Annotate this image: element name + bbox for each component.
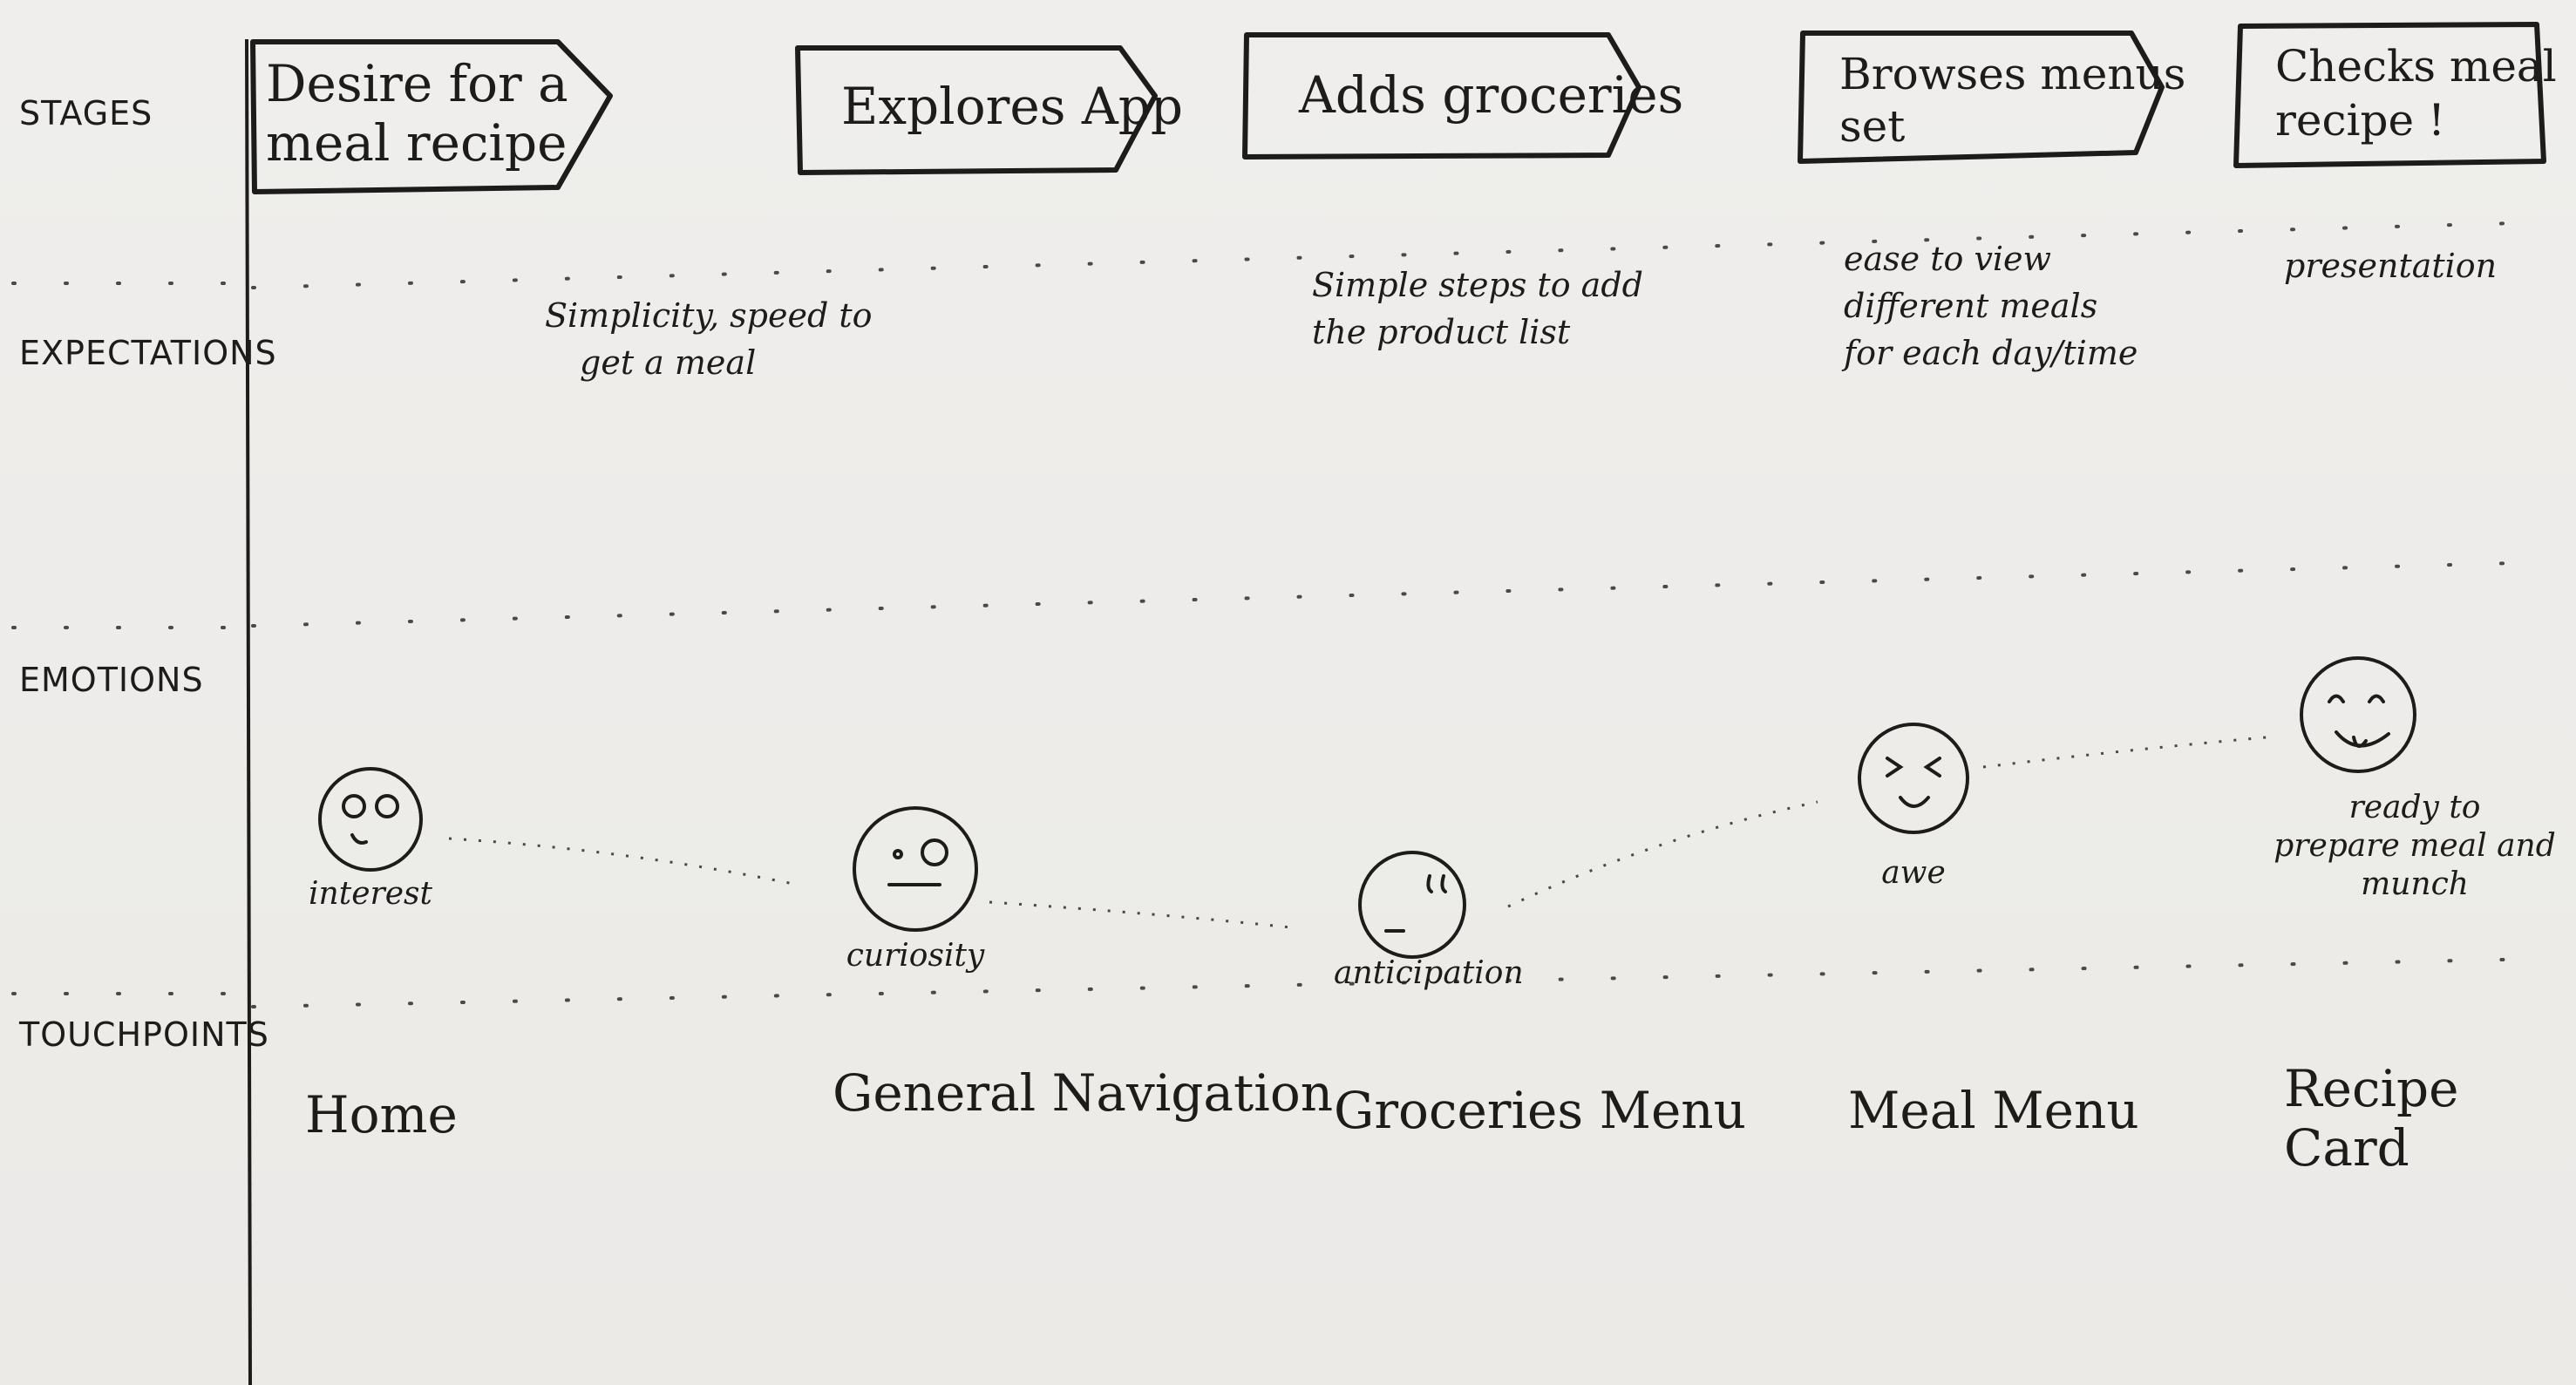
expectation-2-line-1: Simplicity, speed to [545,296,873,335]
anticipating-face-icon [1358,851,1466,959]
stage-1: Desire for a meal recipe [266,54,568,173]
stage-5: Checks meal recipe ! [2275,39,2557,147]
emotion-label-5-line-1: ready to [2348,790,2481,825]
interested-face-icon [318,767,423,872]
stage-3: Adds groceries [1299,65,1683,125]
stage-arrow-4 [1798,31,2165,164]
expectation-3: Simple steps to add the product list [1312,261,1643,356]
stage-2: Explores App [841,77,1183,136]
stage-arrows [250,22,2546,194]
touchpoint-groceries-menu: Groceries Menu [1334,1081,1747,1140]
emotion-label-5: ready to prepare meal and munch [2267,789,2563,904]
emotion-label-5-line-3: munch [2361,866,2469,902]
stage-arrow-1 [250,39,613,194]
stage-arrow-3 [1242,32,1641,160]
emotion-label-2-text: curiosity [846,938,985,974]
emotion-faces [318,656,2416,959]
emotion-label-4-text: awe [1881,855,1946,891]
expectation-4-line-3: for each day/time [1844,334,2138,372]
row-label-stages: STAGES [19,94,153,132]
touchpoint-meal-menu: Meal Menu [1848,1081,2139,1140]
stage-4-line-1: Browses menus [1839,49,2186,99]
stage-4: Browses menus set [1839,48,2185,153]
awe-face-icon [1858,723,1969,834]
row-label-expectations: EXPECTATIONS [19,334,277,372]
label-column-divider [245,38,252,1385]
stage-arrow-2 [795,45,1158,175]
stage-2-line-1: Explores App [841,77,1184,136]
stage-4-line-2: set [1839,101,1906,152]
curious-face-icon [853,806,978,932]
stage-1-line-1: Desire for a [266,54,568,113]
row-label-emotions: EMOTIONS [19,661,204,699]
happy-face-icon [2300,656,2416,773]
expectation-5: presentation [2284,242,2497,289]
stage-arrow-5 [2233,22,2546,168]
emotion-label-1: interest [305,875,436,913]
expectation-4-line-1: ease to view [1844,240,2052,278]
touchpoint-recipe-card: Recipe Card [2284,1059,2459,1178]
expectation-3-line-1: Simple steps to add [1312,266,1643,304]
expectation-2-line-2: get a meal [580,343,757,382]
expectation-2: Simplicity, speed to get a meal [545,292,873,386]
separator-expectations-emotions [251,560,2547,628]
touchpoint-general-navigation: General Navigation [833,1063,1334,1123]
emotion-label-1-text: interest [309,876,432,912]
emotion-label-4: awe [1861,854,1966,893]
stage-3-line-1: Adds groceries [1299,65,1684,125]
expectation-4-line-2: different meals [1844,287,2098,325]
emotion-label-3: anticipation [1334,954,1524,993]
stage-5-line-1: Checks meal [2275,41,2557,92]
emotion-label-2: curiosity [833,937,998,975]
label-column-dots [11,282,237,995]
expectation-4: ease to view different meals for each da… [1844,235,2138,377]
row-label-touchpoints: TOUCHPOINTS [19,1015,269,1054]
emotion-label-5-line-2: prepare meal and [2274,828,2556,864]
emotion-label-3-text: anticipation [1334,955,1524,991]
expectation-5-line-1: presentation [2284,247,2498,285]
touchpoint-home: Home [305,1085,458,1144]
expectation-3-line-2: the product list [1312,313,1571,351]
stage-5-line-2: recipe ! [2275,95,2446,146]
emotion-curve [448,735,2276,930]
stage-1-line-2: meal recipe [266,113,568,173]
